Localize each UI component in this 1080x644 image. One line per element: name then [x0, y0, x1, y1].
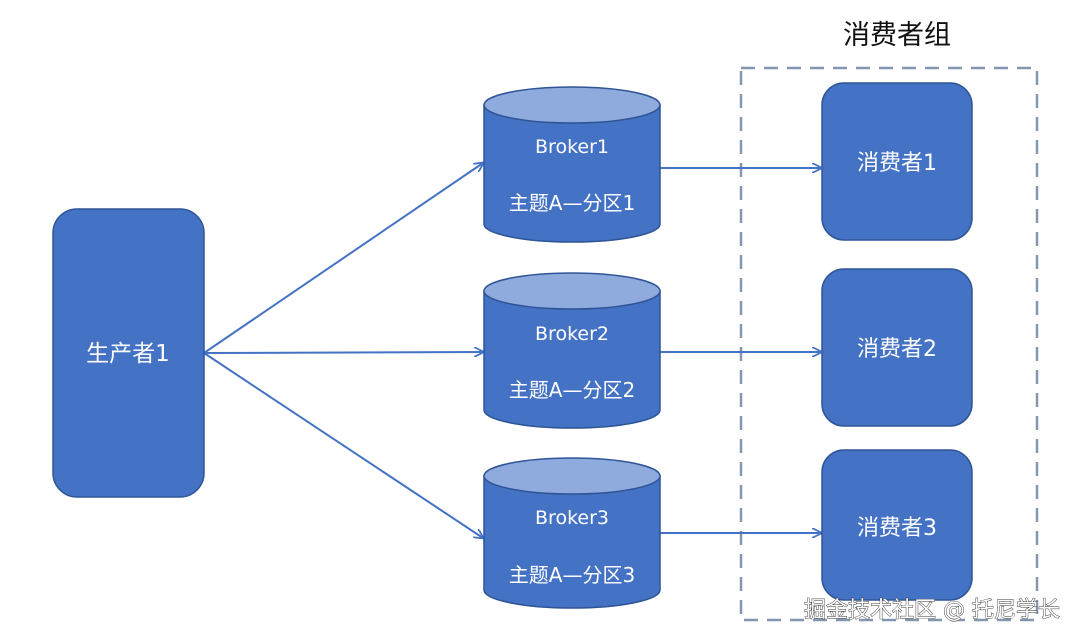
broker1-partition: 主题A—分区1: [509, 191, 635, 215]
broker3-partition: 主题A—分区3: [509, 563, 635, 587]
broker-cylinder-1: Broker1 主题A—分区1: [483, 86, 661, 243]
consumer-group-title: 消费者组: [843, 20, 951, 51]
consumer3-label: 消费者3: [857, 516, 937, 541]
watermark-text: 掘金技术社区 @ 托尼学长: [804, 598, 1060, 623]
broker3-name: Broker3: [535, 507, 609, 529]
producer-to-broker2-arrow: [203, 352, 483, 353]
consumer1-label: 消费者1: [857, 151, 937, 176]
consumer-node-1: 消费者1: [821, 82, 973, 241]
broker1-name: Broker1: [535, 136, 609, 158]
broker-cylinder-2: Broker2 主题A—分区2: [483, 272, 661, 429]
consumer-node-2: 消费者2: [821, 268, 973, 427]
producer-node: 生产者1: [52, 208, 205, 498]
broker-cylinder-3: Broker3 主题A—分区3: [483, 457, 661, 609]
consumer2-label: 消费者2: [857, 337, 937, 362]
producer-to-broker1-arrow: [203, 163, 483, 354]
broker2-name: Broker2: [535, 323, 609, 345]
producer-label: 生产者1: [86, 341, 170, 367]
consumer-node-3: 消费者3: [821, 449, 973, 601]
consumer-group-box: [739, 66, 1039, 622]
broker2-partition: 主题A—分区2: [509, 378, 635, 402]
producer-to-broker3-arrow: [203, 352, 483, 538]
